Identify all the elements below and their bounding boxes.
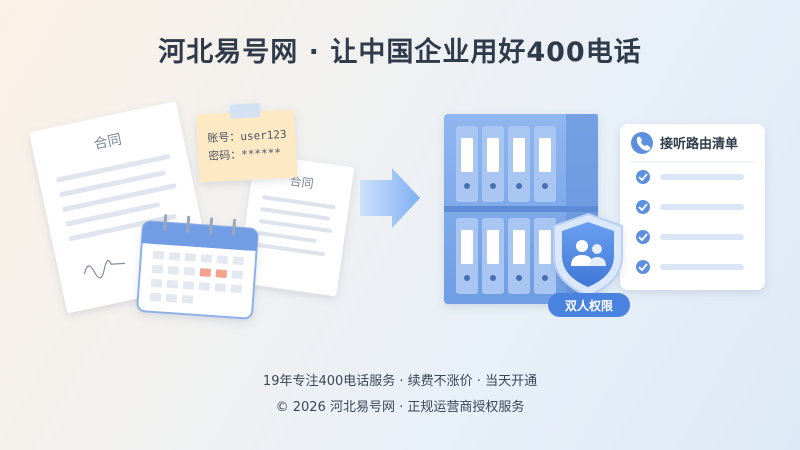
contract-front-title: 合同 [92,132,123,153]
footer-copyright: © 2026 河北易号网 · 正规运营商授权服务 [275,400,525,415]
permission-badge: 双人权限 [548,293,630,317]
check-icon [636,230,650,244]
routing-panel-title: 接听路由清单 [660,136,738,152]
phone-icon [631,132,653,154]
shield-users-icon [553,212,623,298]
footer-slogan: 19年专注400电话服务 · 续费不涨价 · 当天开通 [262,374,538,389]
signature-scribble [84,260,126,279]
page-title: 河北易号网 · 让中国企业用好400电话 [158,37,642,68]
check-icon [636,260,650,274]
sticky-note: 账号：user123 密码：****** [196,103,298,183]
calendar-icon [136,214,259,320]
contract-back: 合同 [237,154,354,296]
check-icon [636,170,650,184]
sticky-note-line2: 密码：****** [208,145,281,163]
routing-panel: 接听路由清单 [620,124,765,290]
contract-back-title: 合同 [289,173,315,191]
sticky-note-line1: 账号：user123 [207,128,287,145]
check-icon [636,200,650,214]
permission-badge-label: 双人权限 [565,298,613,313]
arrow-right-icon [360,168,420,228]
